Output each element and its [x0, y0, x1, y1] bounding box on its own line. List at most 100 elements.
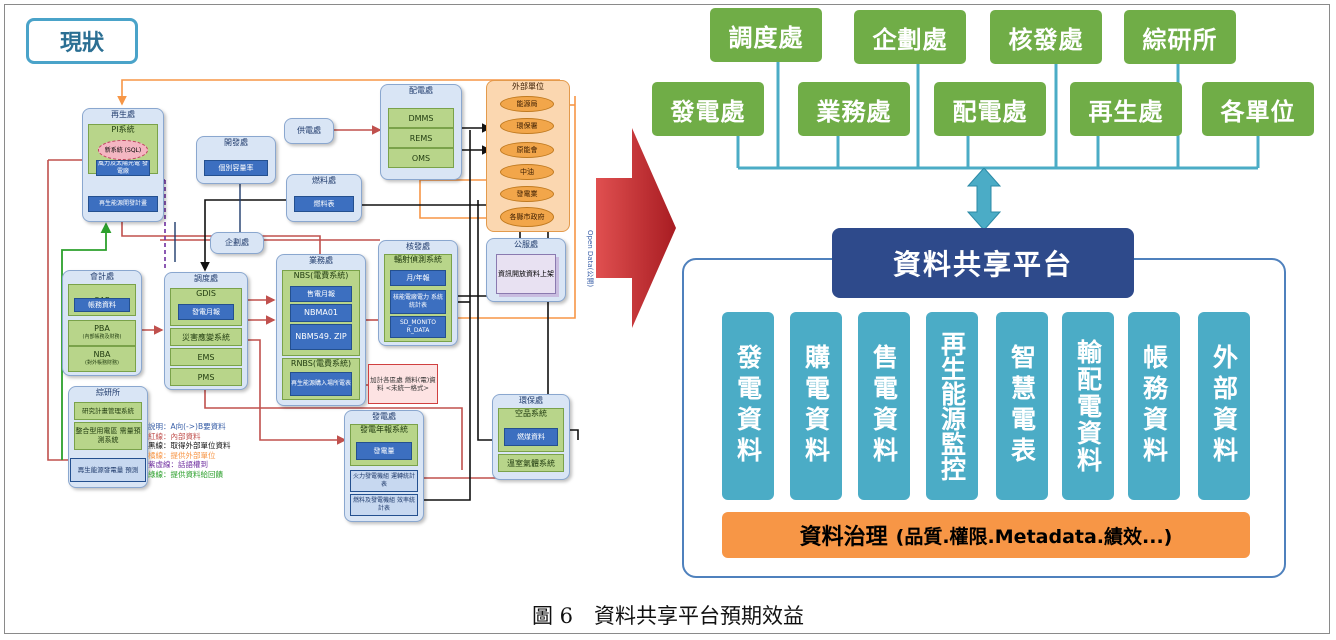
group-title: 公服處 — [514, 240, 538, 249]
org-business: 業務處 — [798, 82, 910, 136]
governance-title: 資料治理 — [799, 525, 888, 550]
coal-label: 燃煤資料 — [517, 433, 545, 441]
rnbs-item: 再生能源購入場所電表 — [290, 372, 352, 396]
renewable-forecast: 再生能源發電量 預測 — [70, 458, 146, 482]
sap-item-label: 帳務資料 — [88, 301, 116, 309]
group-planning: 企劃處 — [210, 232, 264, 254]
data-col-renewable-monitor: 再生能源監控 — [926, 312, 978, 500]
data-col-label: 發電資料 — [733, 344, 763, 468]
dmms-label: DMMS — [408, 113, 434, 123]
research-mgmt-label: 研究計畫管理系統 — [82, 406, 134, 415]
org-connectors — [736, 62, 1260, 170]
group-title: 外部單位 — [512, 82, 544, 91]
ghg-label: 溫室氣體系統 — [507, 458, 555, 468]
group-title: 環保處 — [519, 396, 543, 405]
nbm549-box: NBM549. ZIP — [290, 324, 352, 350]
pms-label: PMS — [197, 372, 215, 382]
legend-item: 紫虛線：話語權到 — [148, 460, 208, 470]
nbs-label: NBS(電費系統) — [293, 271, 349, 280]
external-generators: 發電業 — [500, 186, 554, 202]
exchange-arrow-icon — [966, 168, 1002, 230]
legend-item: 橘線：提供外部單位 — [148, 450, 216, 460]
data-col-generation: 發電資料 — [722, 312, 774, 500]
dmms-box: DMMS — [388, 108, 454, 128]
note-label: 加計各區處 燃料(電)資料 <未統一格式> — [370, 376, 436, 392]
fuel-label: 燃料表 — [313, 200, 335, 208]
efficiency-stats-label: 燃料及發電機組 效率統計表 — [353, 497, 415, 512]
rems-label: REMS — [409, 133, 433, 143]
ext-label: 發電業 — [516, 190, 538, 198]
org-renewable: 再生處 — [1070, 82, 1182, 136]
pi-db-label: 新系統 (SQL) — [104, 146, 142, 154]
nuclear-stats: 核能電廠電力 系統統計表 — [390, 290, 446, 314]
org-research: 綜研所 — [1124, 10, 1236, 64]
disaster-box: 災害應變系統 — [170, 328, 242, 346]
fuel-note: 加計各區處 燃料(電)資料 <未統一格式> — [368, 364, 438, 404]
pms-box: PMS — [170, 368, 242, 386]
gen-output-label: 發電量 — [373, 447, 395, 455]
public-item-label: 資訊開放資料上架 — [498, 269, 554, 278]
demand-forecast-label: 整合型用電區 需量預測系統 — [75, 427, 141, 444]
org-nuclear: 核發處 — [990, 10, 1102, 64]
ext-label: 能源局 — [516, 100, 538, 108]
status-label: 現狀 — [26, 18, 138, 64]
nbma01-label: NBMA01 — [303, 308, 339, 317]
data-col-label: 外部資料 — [1209, 344, 1239, 468]
org-distribution: 配電處 — [934, 82, 1046, 136]
data-col-label: 再生能源監控 — [937, 331, 967, 481]
nba-box: NBA(對外帳務財務) — [68, 346, 136, 372]
data-col-purchase: 購電資料 — [790, 312, 842, 500]
demand-forecast: 整合型用電區 需量預測系統 — [74, 422, 142, 450]
nuclear-report: 月/年報 — [390, 270, 446, 286]
sd-monitor-label: SD_MONITO R_DATA — [400, 319, 436, 334]
external-counties: 各縣市政府 — [500, 207, 554, 227]
ext-label: 環保署 — [516, 122, 538, 130]
group-title: 調度處 — [194, 274, 218, 283]
group-title: 會計處 — [90, 272, 114, 281]
figure-caption: 圖 6 資料共享平台預期效益 — [531, 604, 805, 628]
group-title: 供電處 — [297, 126, 321, 135]
group-title: 開發處 — [224, 138, 248, 147]
ext-label: 各縣市政府 — [509, 213, 545, 221]
external-cpc: 中油 — [500, 164, 554, 180]
efficiency-stats: 燃料及發電機組 效率統計表 — [350, 494, 418, 516]
group-title: 核發處 — [406, 242, 430, 251]
renewable-forecast-label: 再生能源發電量 預測 — [77, 466, 139, 474]
pba-label: PBA — [94, 324, 110, 333]
ems-label: EMS — [197, 352, 215, 362]
group-title: 再生處 — [111, 110, 135, 119]
nba-label: NBA — [93, 350, 111, 359]
rems-box: REMS — [388, 128, 454, 148]
external-epa: 環保署 — [500, 118, 554, 134]
pba-box: PBA(內部帳務及財務) — [68, 320, 136, 346]
group-supply: 供電處 — [284, 118, 334, 144]
data-col-accounting: 帳務資料 — [1128, 312, 1180, 500]
nba-item-label: (對外帳務財務) — [85, 360, 119, 366]
disaster-label: 災害應變系統 — [182, 332, 230, 342]
sap-item: 帳務資料 — [74, 298, 130, 312]
data-col-sales: 售電資料 — [858, 312, 910, 500]
research-mgmt: 研究計畫管理系統 — [74, 402, 142, 420]
org-planning: 企劃處 — [854, 10, 966, 64]
nuclear-stats-label: 核能電廠電力 系統統計表 — [393, 294, 443, 309]
rnbs-item-label: 再生能源購入場所電表 — [291, 380, 352, 387]
gdis-label: GDIS — [196, 289, 216, 298]
org-dispatch: 調度處 — [710, 8, 822, 62]
data-col-label: 智慧電表 — [1007, 344, 1037, 468]
gdis-item: 發電月報 — [178, 304, 234, 320]
coal-data: 燃煤資料 — [504, 428, 558, 446]
wind-solar-plants: 風力及太陽光電 發電廠 — [96, 160, 150, 176]
pi-label: PI系統 — [111, 125, 135, 134]
group-title: 燃料處 — [312, 176, 336, 185]
fuel-table: 燃料表 — [294, 196, 354, 212]
data-col-label: 帳務資料 — [1139, 344, 1169, 468]
thermal-stats-label: 火力發電機組 運轉統計表 — [353, 473, 415, 488]
group-title: 業務處 — [309, 256, 333, 265]
external-energy-bureau: 能源局 — [500, 96, 554, 112]
org-generation: 發電處 — [652, 82, 764, 136]
legend: 說明：A向(->)B要資料 紅線：內部資料 黑線：取得外部單位資料 橘線：提供外… — [148, 422, 231, 480]
group-title: 企劃處 — [225, 238, 249, 247]
data-col-label: 購電資料 — [801, 344, 831, 468]
transition-arrow-icon — [596, 128, 676, 328]
group-title: 配電處 — [409, 86, 433, 95]
